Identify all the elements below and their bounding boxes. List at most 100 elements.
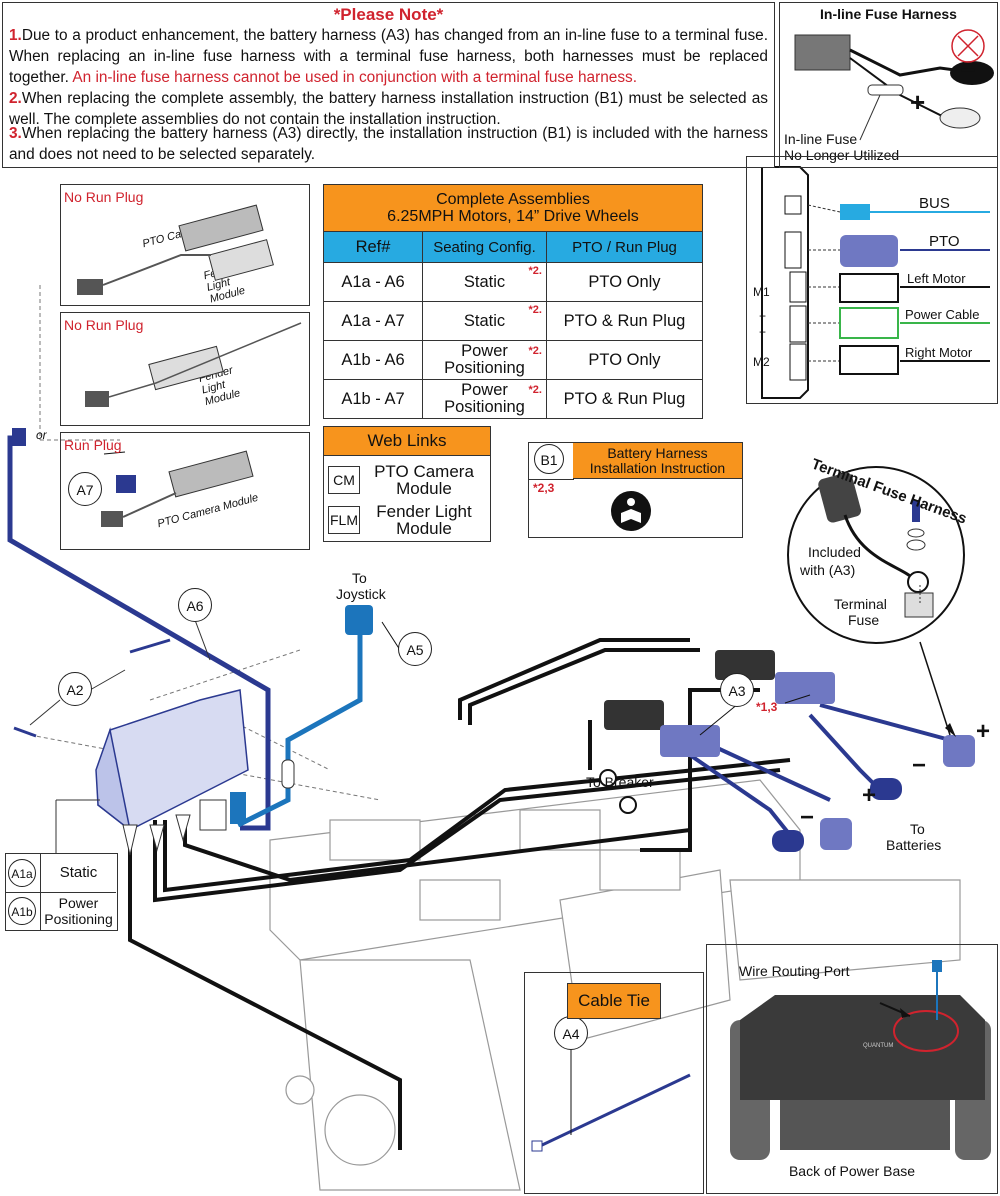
inline-fuse-title: In-line Fuse Harness bbox=[820, 6, 957, 22]
power-base-panel: Wire Routing Port Back of Power Base QUA… bbox=[706, 944, 998, 1194]
link-code: FLM bbox=[328, 506, 360, 534]
to-joystick-label-1: To bbox=[352, 570, 367, 586]
wire-routing-port-label: Wire Routing Port bbox=[739, 963, 850, 979]
table-row: A1a - A7 Static*2. PTO & Run Plug bbox=[323, 301, 703, 341]
row-pto: PTO Only bbox=[546, 340, 703, 380]
legend-code: A1b bbox=[8, 897, 36, 925]
seating-value: Static bbox=[463, 311, 506, 330]
header-pto: PTO / Run Plug bbox=[546, 231, 703, 263]
note-number: 2. bbox=[9, 90, 22, 107]
manual-icon bbox=[611, 491, 651, 531]
port-label-left-motor: Left Motor bbox=[907, 271, 966, 286]
installation-instruction-panel[interactable]: B1 Battery Harness Installation Instruct… bbox=[528, 442, 743, 538]
to-batteries-label-1: To bbox=[910, 821, 925, 837]
callout-a5[interactable]: A5 bbox=[398, 632, 432, 666]
web-links-title: Web Links bbox=[324, 427, 490, 456]
panel-label: Run Plug bbox=[64, 437, 122, 453]
terminal-fuse-label-2: Fuse bbox=[848, 612, 880, 628]
note-number: 1. bbox=[9, 27, 22, 44]
complete-assemblies-table: Complete Assemblies 6.25MPH Motors, 14” … bbox=[323, 184, 703, 419]
assemblies-title: Complete Assemblies 6.25MPH Motors, 14” … bbox=[323, 184, 703, 232]
cable-tie-panel: Cable Tie bbox=[524, 972, 704, 1194]
row-seating: Static *2. bbox=[422, 301, 547, 341]
legend-code: A1a bbox=[8, 859, 36, 887]
port-label-bus: BUS bbox=[919, 195, 950, 212]
seating-value: Static bbox=[463, 272, 506, 291]
inline-fuse-drawing bbox=[794, 29, 994, 141]
included-label-2: with (A3) bbox=[800, 562, 856, 578]
callout-a3[interactable]: A3 bbox=[720, 673, 754, 707]
row-note: *2. bbox=[528, 265, 542, 277]
panel-label: No Run Plug bbox=[64, 189, 144, 205]
please-note-panel: *Please Note* 1.Due to a product enhance… bbox=[2, 2, 775, 168]
callout-a7[interactable]: A7 bbox=[68, 472, 102, 506]
row-ref: A1a - A6 bbox=[323, 262, 423, 302]
or-label: or bbox=[36, 428, 47, 442]
controller-ports-drawing bbox=[761, 166, 990, 399]
note-text: Due to a product enhancement, the batter… bbox=[9, 27, 768, 86]
seating-value: Power Positioning bbox=[444, 342, 525, 377]
terminal-fuse-label-1: Terminal bbox=[834, 596, 887, 612]
note-warning: An in-line fuse harness cannot be used i… bbox=[72, 69, 637, 86]
web-link-cm[interactable]: CM PTO Camera Module bbox=[328, 463, 484, 497]
install-title: Battery Harness Installation Instruction bbox=[573, 443, 742, 479]
controller-ports-panel: BUS PTO Left Motor Power Cable Right Mot… bbox=[746, 156, 998, 404]
inline-fuse-label-2: No Longer Utilized bbox=[784, 147, 900, 163]
row-seating: Static *2. bbox=[422, 262, 547, 302]
to-breaker-label: To Breaker bbox=[586, 774, 654, 790]
included-label-1: Included bbox=[808, 544, 861, 560]
note-item-3: 3.When replacing the battery harness (A3… bbox=[9, 123, 768, 165]
assemblies-title-line1: Complete Assemblies bbox=[436, 191, 590, 208]
chassis-frame bbox=[269, 779, 961, 1191]
header-ref: Ref# bbox=[323, 231, 423, 263]
joystick-connector bbox=[345, 605, 373, 635]
callout-a2[interactable]: A2 bbox=[58, 672, 92, 706]
row-note: *2. bbox=[528, 345, 542, 357]
battery-plus-2: + bbox=[976, 718, 991, 745]
brand-label: QUANTUM bbox=[863, 1043, 894, 1049]
row-pto: PTO & Run Plug bbox=[546, 379, 703, 419]
note-text: When replacing the complete assembly, th… bbox=[9, 90, 768, 128]
battery-minus-1: − bbox=[800, 804, 815, 831]
seating-legend: A1a Static A1b Power Positioning bbox=[5, 853, 118, 931]
controller-module bbox=[95, 689, 249, 856]
row-ref: A1b - A7 bbox=[323, 379, 423, 419]
table-row: A1b - A7 Power Positioning*2. PTO & Run … bbox=[323, 379, 703, 419]
assemblies-title-line2: 6.25MPH Motors, 14” Drive Wheels bbox=[387, 208, 639, 225]
note-number: 3. bbox=[9, 125, 22, 142]
inline-fuse-label-1: In-line Fuse bbox=[784, 131, 858, 147]
plug-panel-no-run-1: No Run Plug PTO Camera Module Fender Lig… bbox=[60, 184, 310, 306]
row-note: *2. bbox=[528, 304, 542, 316]
web-links-panel: Web Links CM PTO Camera Module FLM Fende… bbox=[323, 426, 491, 542]
inline-fuse-panel: In-line Fuse Harness In-line Fuse No Lon… bbox=[779, 2, 998, 168]
legend-label: Static bbox=[40, 854, 116, 892]
plug-panel-no-run-2: No Run Plug Fender Light Module bbox=[60, 312, 310, 426]
inline-plus-sign: + bbox=[910, 87, 926, 117]
a3-note: *1,3 bbox=[756, 700, 778, 714]
row-ref: A1a - A7 bbox=[323, 301, 423, 341]
port-label-pto: PTO bbox=[929, 233, 960, 250]
cable-tie-drawing bbox=[531, 1050, 691, 1152]
header-seating: Seating Config. bbox=[422, 231, 547, 263]
legend-row-static: A1a Static bbox=[6, 854, 116, 893]
panel-label: No Run Plug bbox=[64, 317, 144, 333]
callout-a6[interactable]: A6 bbox=[178, 588, 212, 622]
m1-label: M1 bbox=[753, 285, 770, 299]
m2-label: M2 bbox=[753, 355, 770, 369]
row-pto: PTO Only bbox=[546, 262, 703, 302]
terminal-fuse-drawing bbox=[787, 466, 965, 644]
battery-plus-1: + bbox=[862, 782, 877, 809]
install-note: *2,3 bbox=[533, 481, 555, 495]
note-text: When replacing the battery harness (A3) … bbox=[9, 125, 768, 163]
screws bbox=[13, 638, 171, 738]
port-label-power-cable: Power Cable bbox=[905, 307, 980, 322]
row-ref: A1b - A6 bbox=[323, 340, 423, 380]
web-link-flm[interactable]: FLM Fender Light Module bbox=[328, 503, 484, 537]
install-code-cell: B1 bbox=[529, 443, 574, 480]
callout-a4[interactable]: A4 bbox=[554, 1016, 588, 1050]
power-base-drawing bbox=[730, 960, 991, 1160]
port-label-right-motor: Right Motor bbox=[905, 345, 973, 360]
legend-row-power: A1b Power Positioning bbox=[6, 892, 116, 930]
to-batteries-label-2: Batteries bbox=[886, 837, 942, 853]
